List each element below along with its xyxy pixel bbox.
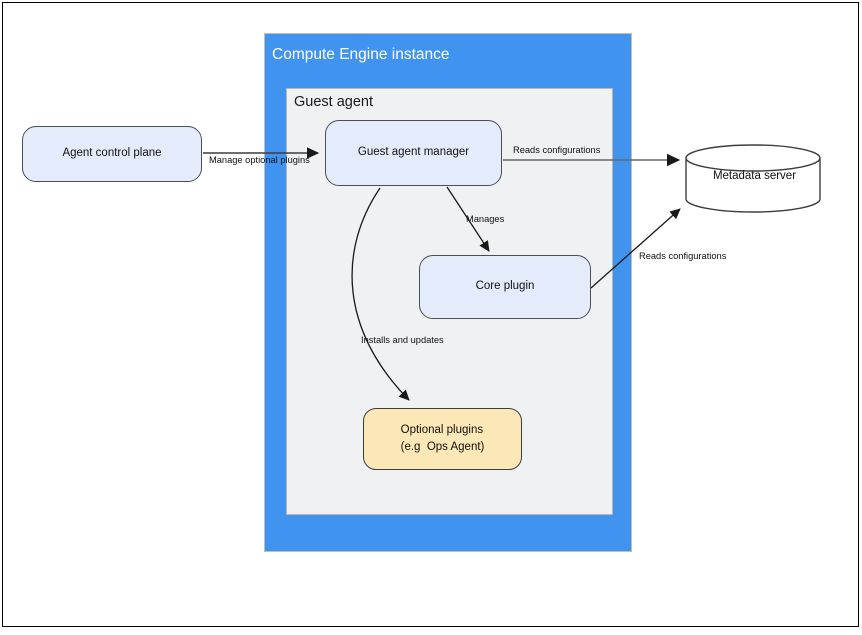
image-frame-border	[2, 2, 859, 627]
node-core-plugin-label: Core plugin	[475, 280, 535, 293]
edge-label-manage-optional-plugins: Manage optional plugins	[209, 155, 310, 165]
edge-label-installs-and-updates: Installs and updates	[361, 335, 444, 345]
node-core-plugin[interactable]: Core plugin	[419, 255, 591, 319]
node-optional-plugins-label-line1: Optional plugins	[400, 424, 484, 436]
guest-agent-label: Guest agent	[294, 94, 373, 110]
edge-label-reads-configurations-manager: Reads configurations	[513, 145, 601, 155]
node-optional-plugins[interactable]: Optional plugins (e.g Ops Agent)	[363, 408, 522, 470]
node-agent-control-plane[interactable]: Agent control plane	[22, 126, 202, 182]
node-optional-plugins-label-group: Optional plugins (e.g Ops Agent)	[401, 422, 485, 457]
node-agent-control-plane-label: Agent control plane	[62, 147, 162, 160]
node-guest-agent-manager-label: Guest agent manager	[357, 146, 470, 159]
node-guest-agent-manager[interactable]: Guest agent manager	[325, 120, 502, 186]
node-optional-plugins-label-line2: (e.g Ops Agent)	[400, 441, 485, 454]
node-metadata-server-label: Metadata server	[712, 170, 797, 182]
edge-label-reads-configurations-core: Reads configurations	[639, 251, 727, 261]
compute-engine-instance-label: Compute Engine instance	[272, 46, 450, 63]
edge-label-manages: Manages	[466, 214, 505, 224]
